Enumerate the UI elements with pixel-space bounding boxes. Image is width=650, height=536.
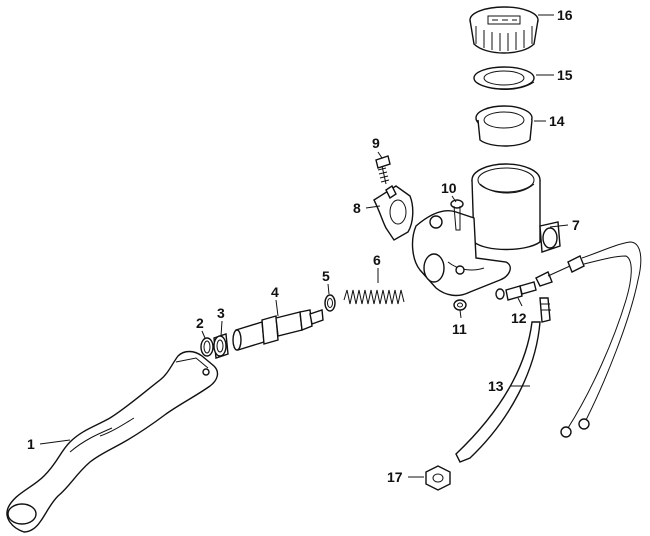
part-seal (475, 105, 533, 147)
callout-6: 6 (373, 252, 381, 268)
callout-3: 3 (217, 305, 225, 321)
callout-labels: 1 2 3 4 5 6 7 8 9 10 11 12 13 14 15 16 1… (27, 7, 580, 485)
leader-3 (220, 320, 223, 337)
leader-5 (327, 283, 330, 295)
part-washer (324, 294, 336, 312)
callout-4: 4 (271, 284, 279, 300)
part-hand-lever (6, 350, 219, 533)
callout-5: 5 (322, 268, 330, 284)
part-switch-wiring (495, 241, 642, 438)
callout-11: 11 (452, 321, 467, 337)
callout-12: 12 (511, 310, 527, 326)
callout-2: 2 (196, 315, 204, 331)
leader-lines (39, 14, 569, 478)
leader-8 (365, 205, 381, 209)
leader-10 (451, 195, 457, 203)
callout-8: 8 (353, 200, 361, 216)
part-piston (232, 309, 324, 351)
part-bushing (213, 333, 229, 359)
part-grommet (425, 465, 451, 491)
part-clamp (373, 184, 414, 241)
leader-11 (459, 309, 462, 319)
callout-14: 14 (549, 113, 565, 129)
leader-1 (39, 439, 71, 445)
callout-9: 9 (372, 135, 380, 151)
part-nut-11 (453, 299, 467, 311)
part-screw-9 (375, 155, 391, 185)
part-ring (200, 337, 214, 357)
leader-2 (201, 330, 206, 339)
part-spring (343, 289, 405, 305)
callout-15: 15 (557, 67, 573, 83)
callout-16: 16 (557, 7, 573, 23)
leader-9 (377, 151, 383, 159)
leader-7 (549, 224, 569, 228)
part-master-cylinder (411, 163, 561, 297)
leader-12 (517, 297, 523, 307)
part-screw-10 (450, 199, 464, 231)
part-hose (455, 297, 551, 463)
callout-17: 17 (387, 469, 403, 485)
part-reservoir-cap (469, 6, 539, 54)
part-retaining-plate (473, 66, 535, 90)
callout-10: 10 (441, 180, 457, 196)
leader-4 (275, 299, 279, 317)
callout-7: 7 (572, 217, 580, 233)
callout-1: 1 (27, 436, 35, 452)
callout-13: 13 (488, 378, 504, 394)
